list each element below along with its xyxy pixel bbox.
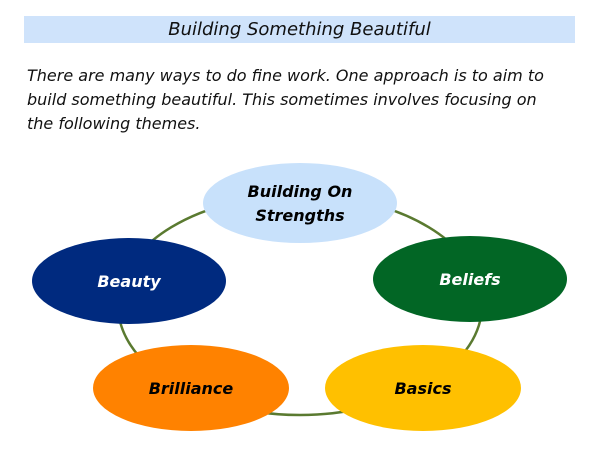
theme-building-on-strengths: Building On Strengths: [203, 163, 397, 243]
theme-ellipse: [32, 238, 226, 324]
intro-line: the following themes.: [27, 114, 201, 133]
theme-beauty: Beauty: [32, 238, 226, 324]
intro-text: There are many ways to do fine work. One…: [27, 64, 587, 136]
theme-label: Beauty: [97, 272, 161, 291]
page-title: Building Something Beautiful: [168, 19, 431, 40]
theme-label: Beliefs: [439, 270, 500, 289]
theme-ellipse: [203, 163, 397, 243]
theme-ellipse: [93, 345, 289, 431]
theme-label: Strengths: [255, 206, 344, 225]
theme-ellipse: [325, 345, 521, 431]
theme-label: Basics: [394, 379, 451, 398]
theme-basics: Basics: [325, 345, 521, 431]
theme-label: Brilliance: [149, 379, 234, 398]
intro-line: build something beautiful. This sometime…: [27, 90, 537, 109]
theme-beliefs: Beliefs: [373, 236, 567, 322]
theme-label: Building On: [248, 182, 353, 201]
theme-brilliance: Brilliance: [93, 345, 289, 431]
theme-ellipse: [373, 236, 567, 322]
title-bar: Building Something Beautiful: [24, 16, 575, 43]
intro-line: There are many ways to do fine work. One…: [27, 66, 544, 85]
